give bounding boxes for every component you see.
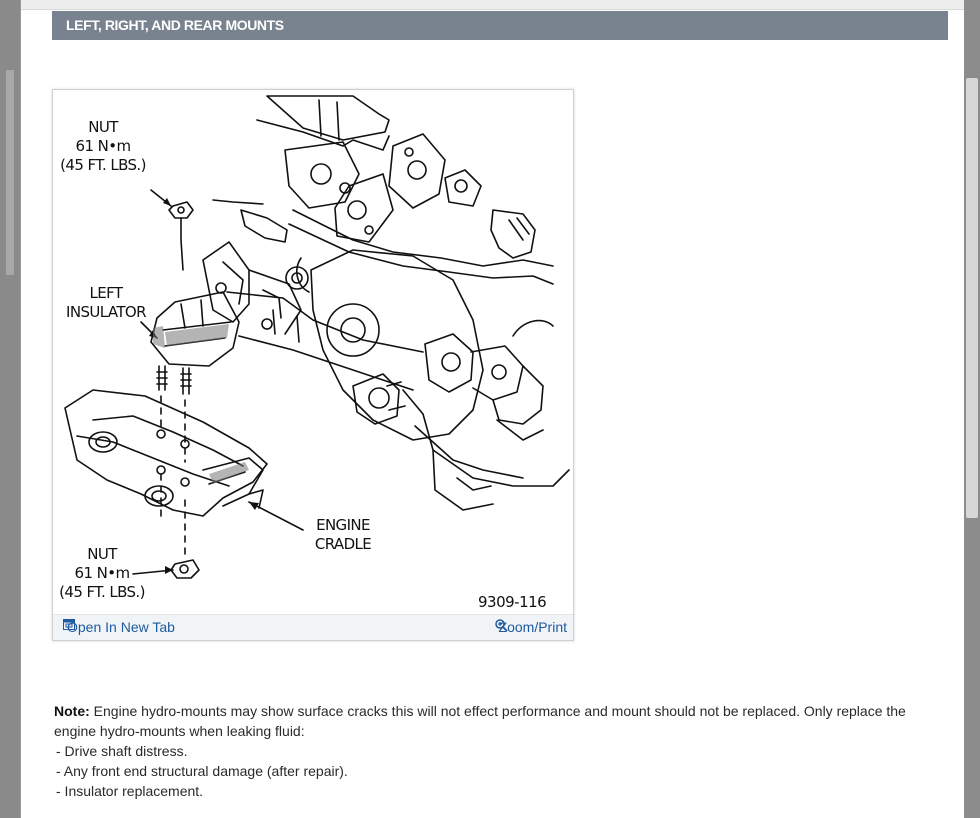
engine-cradle-line-2: CRADLE xyxy=(314,535,372,553)
nut-top-line-1: NUT xyxy=(88,118,118,136)
figure-toolbar: Open In New Tab Zoom/Print xyxy=(53,614,573,640)
zoom-print-link[interactable]: Zoom/Print xyxy=(494,619,567,635)
engine-mount-diagram xyxy=(64,95,570,579)
left-gutter xyxy=(0,0,20,818)
note-label: Note: xyxy=(54,703,90,719)
note-list-item: - Drive shaft distress. xyxy=(56,743,188,759)
left-insulator-line-2: INSULATOR xyxy=(66,303,147,321)
nut-bottom-label: NUT 61 N•m (45 FT. LBS.) xyxy=(53,545,151,602)
nut-bottom-line-3: (45 FT. LBS.) xyxy=(59,583,145,601)
vertical-scrollbar[interactable] xyxy=(964,0,980,818)
section-title: LEFT, RIGHT, AND REAR MOUNTS xyxy=(66,17,284,33)
open-in-new-tab-label: Open In New Tab xyxy=(67,619,175,635)
nut-top-line-3: (45 FT. LBS.) xyxy=(60,156,146,174)
nut-bottom-line-2: 61 N•m xyxy=(74,564,131,582)
nut-top-line-2: 61 N•m xyxy=(75,137,132,155)
left-insulator-label: LEFT INSULATOR xyxy=(57,284,155,322)
left-insulator-line-1: LEFT xyxy=(89,284,124,302)
note-list-item: - Insulator replacement. xyxy=(56,783,204,799)
top-strip xyxy=(21,0,965,10)
note-list: - Drive shaft distress. - Any front end … xyxy=(54,741,934,801)
note-text: Engine hydro-mounts may show surface cra… xyxy=(54,703,906,739)
open-in-new-tab-link[interactable]: Open In New Tab xyxy=(63,619,175,635)
scrollbar-thumb[interactable] xyxy=(966,78,978,518)
engine-cradle-line-1: ENGINE xyxy=(316,516,370,534)
figure-code: 9309-116 xyxy=(478,593,547,611)
note-block: Note: Engine hydro-mounts may show surfa… xyxy=(54,701,934,801)
note-paragraph: Note: Engine hydro-mounts may show surfa… xyxy=(54,701,934,741)
content-panel: LEFT, RIGHT, AND REAR MOUNTS xyxy=(20,0,965,818)
section-header: LEFT, RIGHT, AND REAR MOUNTS xyxy=(52,11,948,40)
figure-container: NUT 61 N•m (45 FT. LBS.) LEFT INSULATOR … xyxy=(52,89,574,641)
note-list-item: - Any front end structural damage (after… xyxy=(56,763,348,779)
gutter-scroll-mark xyxy=(6,70,14,275)
engine-cradle-label: ENGINE CRADLE xyxy=(303,516,383,554)
zoom-print-label: Zoom/Print xyxy=(498,619,567,635)
nut-bottom-line-1: NUT xyxy=(87,545,117,563)
nut-top-label: NUT 61 N•m (45 FT. LBS.) xyxy=(57,118,149,175)
